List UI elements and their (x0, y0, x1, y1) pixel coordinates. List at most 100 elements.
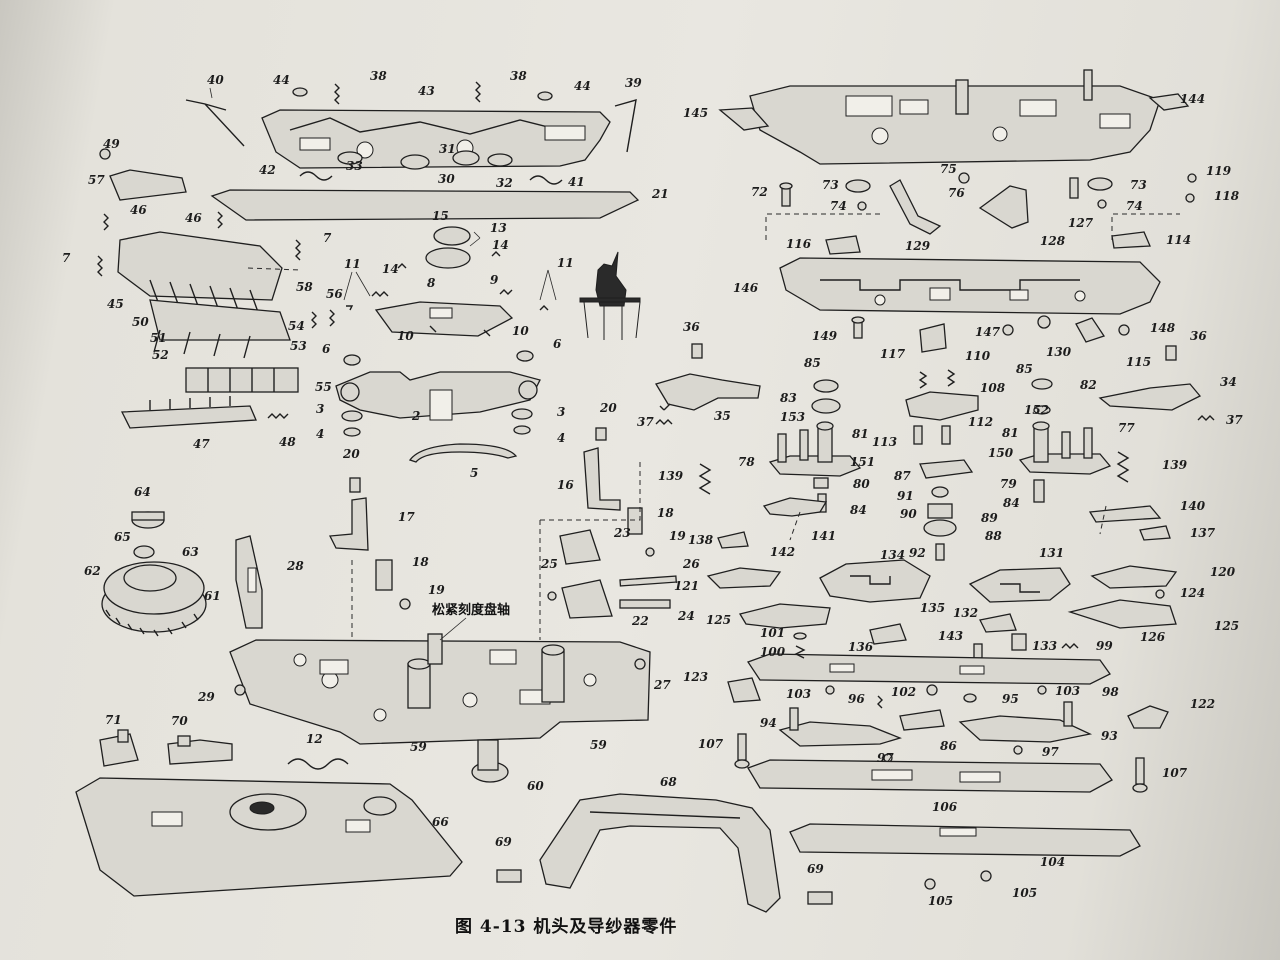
part-label: 151 (850, 455, 875, 469)
bracket-17-18-19 (328, 477, 411, 610)
part-label: 83 (780, 391, 797, 405)
part-label: 59 (590, 738, 607, 752)
part-label: 24 (677, 609, 695, 623)
part-label: 12 (306, 732, 323, 746)
part-label: 65 (114, 530, 131, 544)
parts-114-116 (825, 231, 1151, 255)
part-label: 52 (152, 348, 169, 362)
wire-guard-5 (408, 443, 518, 463)
part-label: 27 (653, 678, 671, 692)
knob-60 (471, 739, 509, 783)
part-label: 101 (760, 626, 785, 640)
part-label: 38 (370, 69, 387, 83)
cam-block-134 (819, 559, 931, 603)
screws-105 (924, 870, 992, 890)
part-label: 18 (412, 555, 429, 569)
part-label: 48 (279, 435, 296, 449)
parts-122-123 (727, 677, 1169, 729)
dash-frame-right (765, 213, 1180, 240)
pins-69 (496, 869, 833, 905)
part-label: 130 (1046, 345, 1072, 359)
part-label: 118 (1214, 189, 1240, 203)
part-label: 73 (822, 178, 839, 192)
part-label: 33 (346, 159, 363, 173)
springs-139 (698, 451, 1130, 495)
part-label: 15 (432, 209, 449, 223)
slide-block-57 (99, 148, 187, 201)
part-label: 59 (410, 740, 427, 754)
part-label: 121 (674, 579, 699, 593)
part-label: 105 (1012, 886, 1037, 900)
cam-block-131 (968, 567, 1071, 603)
part-label: 10 (397, 329, 414, 343)
bracket-16-18-20 (583, 427, 655, 557)
part-145 (718, 107, 770, 131)
part-label: 14 (492, 238, 509, 252)
figure-caption: 图 4-13 机头及导纱器零件 (455, 917, 678, 937)
part-label: 103 (786, 687, 811, 701)
part-label: 106 (932, 800, 958, 814)
comb-47 (120, 396, 257, 429)
part-label: 7 (323, 231, 332, 245)
parts-120-126 (706, 565, 1178, 629)
part-label: 97 (877, 751, 894, 765)
parts-115-117 (919, 317, 1106, 353)
part-label: 25 (540, 557, 558, 571)
part-label: 45 (107, 297, 124, 311)
part-label: 107 (1162, 766, 1188, 780)
part-label: 123 (683, 670, 708, 684)
part-label: 119 (1206, 164, 1232, 178)
part-label: 133 (1032, 639, 1057, 653)
part-label: 77 (1118, 421, 1135, 435)
part-label: 18 (657, 506, 674, 520)
cover-66 (75, 777, 463, 897)
part-label: 63 (182, 545, 199, 559)
spring-12 (287, 758, 349, 770)
springs-41-42 (299, 171, 563, 185)
part-label: 108 (980, 381, 1006, 395)
part-label: 148 (1150, 321, 1176, 335)
dial-assembly-61-65 (101, 511, 207, 637)
part-label: 84 (1003, 496, 1020, 510)
part-label: 11 (344, 257, 361, 271)
part-label: 104 (1040, 855, 1065, 869)
springs-37 (655, 415, 1215, 425)
part-label: 21 (651, 187, 669, 201)
part-label: 127 (1068, 216, 1094, 230)
part-label: 5 (470, 466, 478, 480)
lever-128 (978, 185, 1029, 229)
part-label: 53 (290, 339, 307, 353)
part-label: 31 (439, 142, 456, 156)
screws-147-149 (851, 315, 1130, 339)
part-label: 115 (1126, 355, 1151, 369)
part-label: 97 (1042, 745, 1059, 759)
part-label: 34 (1220, 375, 1237, 389)
part-label: 32 (496, 176, 513, 190)
part-label: 35 (714, 409, 731, 423)
wire-39 (614, 99, 637, 153)
part-label: 44 (273, 73, 290, 87)
part-label: 11 (557, 256, 574, 270)
rail-21 (210, 189, 640, 221)
part-label: 74 (1126, 199, 1143, 213)
part-label: 2 (411, 409, 420, 423)
part-label: 128 (1040, 234, 1066, 248)
part-label: 43 (418, 84, 435, 98)
part-label: 19 (669, 529, 686, 543)
part-label: 76 (948, 186, 965, 200)
part-label: 132 (953, 606, 978, 620)
part-label: 10 (512, 324, 529, 338)
part-label: 7 (62, 251, 71, 265)
part-label: 37 (637, 415, 654, 429)
part-label: 20 (599, 401, 617, 415)
part-label: 13 (490, 221, 507, 235)
handle-68 (539, 793, 781, 913)
part-label: 143 (938, 629, 963, 643)
part-label: 138 (688, 533, 714, 547)
dash-lines-17-22 (351, 460, 641, 640)
part-label: 69 (807, 862, 824, 876)
part-label: 79 (1000, 477, 1017, 491)
part-label: 126 (1140, 630, 1166, 644)
part-label: 20 (342, 447, 360, 461)
part-label: 140 (1180, 499, 1206, 513)
